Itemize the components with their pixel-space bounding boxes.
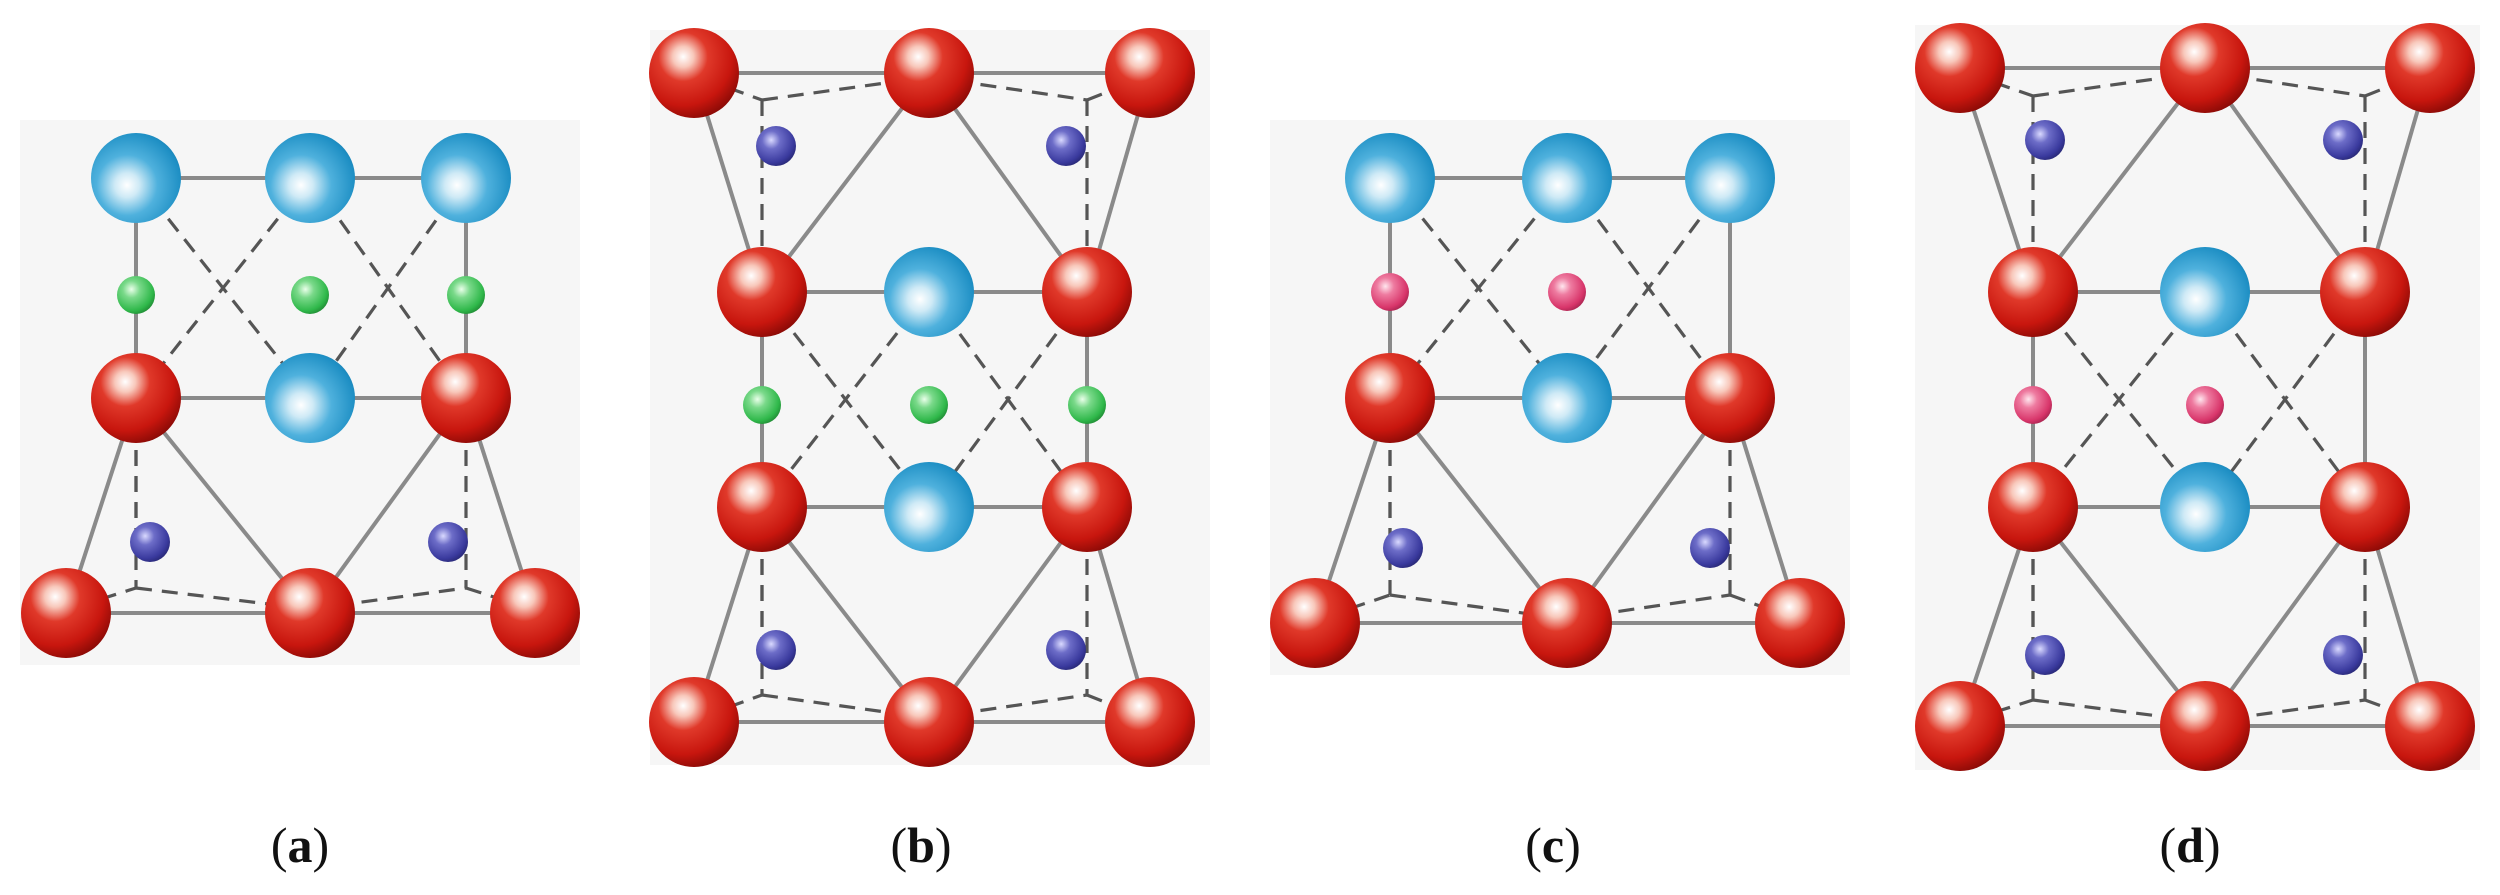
purple-atom xyxy=(130,522,170,562)
blue-atom xyxy=(884,462,974,552)
panel-a-caption: (a) xyxy=(271,817,329,873)
green-atom xyxy=(910,386,948,424)
blue-atom xyxy=(265,133,355,223)
panel-b-caption: (b) xyxy=(890,817,951,873)
red-atom xyxy=(1105,677,1195,767)
dashed-bond-line xyxy=(1565,177,1732,399)
panel-b: (b) xyxy=(649,28,1210,873)
blue-atom xyxy=(1685,133,1775,223)
purple-atom xyxy=(1690,528,1730,568)
red-atom xyxy=(1345,353,1435,443)
panel-d-caption: (d) xyxy=(2159,817,2220,873)
purple-atom xyxy=(756,630,796,670)
red-atom xyxy=(1915,23,2005,113)
blue-atom xyxy=(421,133,511,223)
bond-line xyxy=(760,505,931,724)
blue-atom xyxy=(2160,247,2250,337)
panel-d: (d) xyxy=(1915,23,2480,873)
red-atom xyxy=(2160,23,2250,113)
green-atom xyxy=(1068,386,1106,424)
dashed-bond-line xyxy=(2031,291,2207,508)
dashed-bond-line xyxy=(1388,176,1569,400)
panel-a-structure xyxy=(20,120,580,665)
panel-a: (a) xyxy=(20,120,580,873)
bond-line xyxy=(1388,396,1569,625)
bond-line xyxy=(2031,505,2207,728)
pink-atom xyxy=(2014,386,2052,424)
blue-atom xyxy=(91,133,181,223)
dashed-bond-line xyxy=(760,291,931,508)
red-atom xyxy=(2320,247,2410,337)
bond-line xyxy=(134,396,312,615)
green-atom xyxy=(291,276,329,314)
red-atom xyxy=(421,353,511,443)
blue-atom xyxy=(2160,462,2250,552)
blue-atom xyxy=(265,353,355,443)
red-atom xyxy=(1522,578,1612,668)
pink-atom xyxy=(1548,273,1586,311)
bond-line xyxy=(2203,66,2367,294)
purple-atom xyxy=(428,522,468,562)
panel-b-structure xyxy=(649,28,1210,767)
red-atom xyxy=(1755,578,1845,668)
purple-atom xyxy=(1383,528,1423,568)
purple-atom xyxy=(2025,120,2065,160)
red-atom xyxy=(1915,681,2005,771)
blue-atom xyxy=(884,247,974,337)
panel-d-structure xyxy=(1915,23,2480,771)
green-atom xyxy=(117,276,155,314)
red-atom xyxy=(1270,578,1360,668)
purple-atom xyxy=(1046,630,1086,670)
red-atom xyxy=(91,353,181,443)
panel-c: (c) xyxy=(1270,120,1850,873)
pink-atom xyxy=(2186,386,2224,424)
purple-atom xyxy=(1046,126,1086,166)
purple-atom xyxy=(756,126,796,166)
purple-atom xyxy=(2025,635,2065,675)
red-atom xyxy=(2320,462,2410,552)
red-atom xyxy=(2385,23,2475,113)
dashed-bond-line xyxy=(308,177,468,399)
red-atom xyxy=(717,462,807,552)
red-atom xyxy=(1105,28,1195,118)
purple-atom xyxy=(2323,120,2363,160)
blue-atom xyxy=(1522,353,1612,443)
red-atom xyxy=(490,568,580,658)
red-atom xyxy=(265,568,355,658)
red-atom xyxy=(1988,462,2078,552)
pink-atom xyxy=(1371,273,1409,311)
blue-atom xyxy=(1522,133,1612,223)
red-atom xyxy=(2160,681,2250,771)
blue-atom xyxy=(1345,133,1435,223)
red-atom xyxy=(717,247,807,337)
red-atom xyxy=(1988,247,2078,337)
dashed-bond-line xyxy=(134,177,312,399)
bond-line xyxy=(2203,505,2367,728)
panel-c-structure xyxy=(1270,120,1850,675)
bond-line xyxy=(2031,66,2207,294)
red-atom xyxy=(1042,462,1132,552)
panel-c-caption: (c) xyxy=(1525,817,1581,873)
red-atom xyxy=(649,28,739,118)
bond-line xyxy=(927,71,1089,294)
red-atom xyxy=(2385,681,2475,771)
red-atom xyxy=(1685,353,1775,443)
bond-line xyxy=(1565,396,1732,625)
red-atom xyxy=(649,677,739,767)
red-atom xyxy=(1042,247,1132,337)
dashed-bond-line xyxy=(1389,593,1568,621)
bond-line xyxy=(760,71,931,294)
purple-atom xyxy=(2323,635,2363,675)
dashed-bond-line xyxy=(135,586,311,611)
red-atom xyxy=(884,28,974,118)
green-atom xyxy=(447,276,485,314)
green-atom xyxy=(743,386,781,424)
red-atom xyxy=(884,677,974,767)
red-atom xyxy=(21,568,111,658)
